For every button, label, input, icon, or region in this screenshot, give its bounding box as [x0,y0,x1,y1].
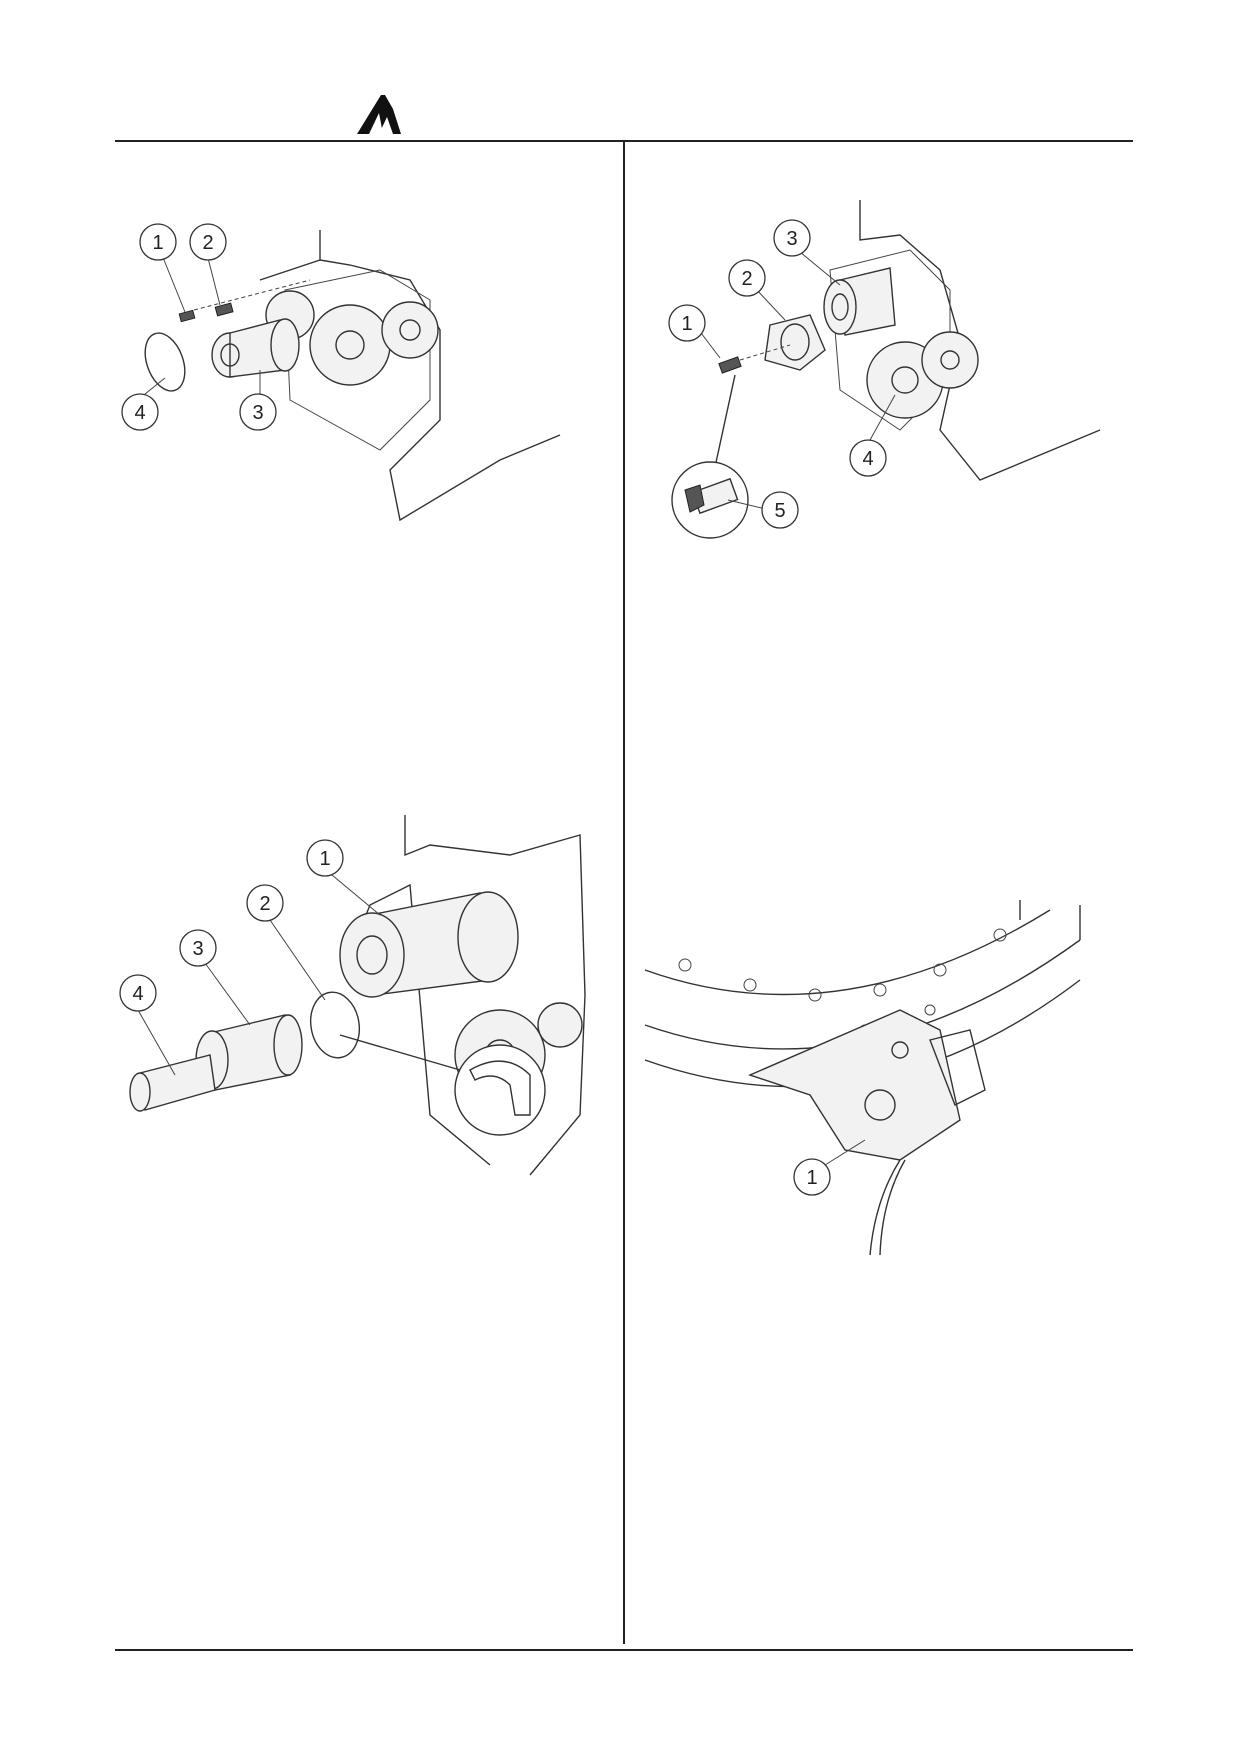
svg-text:3: 3 [786,228,797,250]
brand-logo [357,95,401,134]
figure-bottom-right: 1 [640,900,1090,1270]
svg-text:1: 1 [681,313,692,335]
column-divider [623,141,625,1644]
svg-text:4: 4 [862,448,873,470]
callout-4: 4 [119,974,176,1076]
callout-3: 3 [239,370,277,431]
callout-1: 1 [793,1139,866,1196]
header-rule [115,140,1133,142]
callout-1: 1 [306,839,381,916]
svg-text:4: 4 [134,402,145,424]
callout-1: 1 [668,304,721,359]
footer-rule [115,1649,1133,1651]
svg-text:1: 1 [152,232,163,254]
svg-text:1: 1 [319,848,330,870]
callout-4: 4 [849,394,896,477]
callout-1: 1 [139,223,186,313]
svg-text:2: 2 [741,268,752,290]
callout-3: 3 [179,929,251,1026]
callout-4: 4 [121,377,166,431]
callout-2: 2 [246,884,326,1001]
svg-text:4: 4 [132,983,143,1005]
callout-2: 2 [728,259,786,321]
svg-text:2: 2 [259,893,270,915]
callout-5: 5 [727,491,799,529]
callout-3: 3 [773,219,841,286]
svg-text:2: 2 [202,232,213,254]
figure-top-right: 1 2 3 4 5 [640,200,1120,540]
svg-text:3: 3 [192,938,203,960]
svg-text:5: 5 [774,500,785,522]
svg-text:3: 3 [252,402,263,424]
svg-text:1: 1 [806,1167,817,1189]
figure-top-left: 1 2 3 4 [110,220,580,530]
figure-bottom-left: 1 2 3 4 [110,815,590,1185]
callout-2: 2 [189,223,227,306]
